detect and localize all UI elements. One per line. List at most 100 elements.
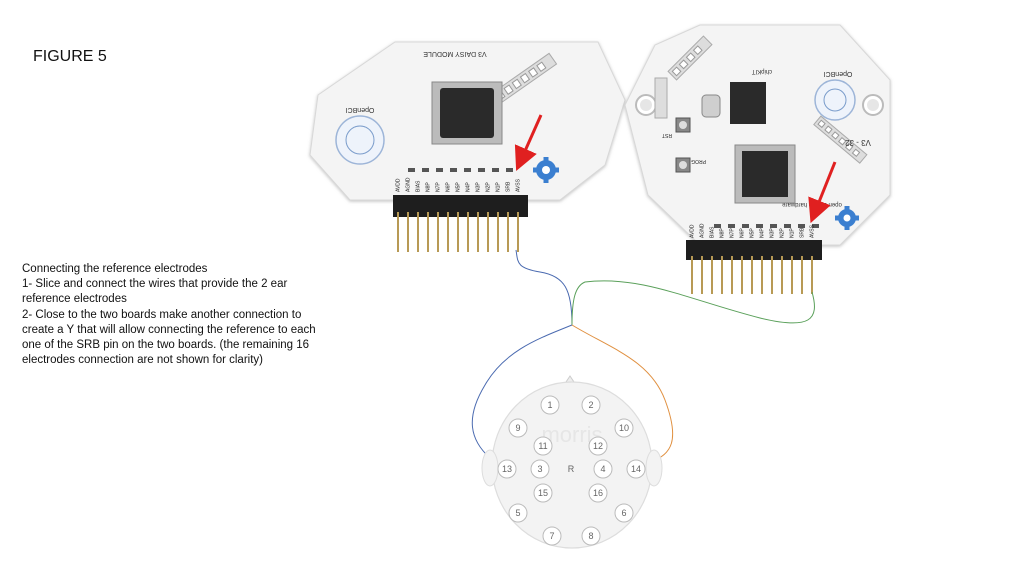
main-brand: OpenBCI [824,70,853,77]
pin-label-n1p: N1P [496,182,502,192]
srb-arrow-daisy [514,114,543,171]
pin-label-n7p: N7P [436,182,442,192]
electrode-label: 4 [600,464,605,474]
electrode-label: 3 [537,464,542,474]
caption-line: Connecting the reference electrodes [22,263,208,275]
electrode-cap: morris 1 2 9 10 11 12 13 3 R 4 14 15 16 … [481,375,663,549]
electrode-label: 13 [502,464,512,474]
pin-label-bias: BIAS [710,226,716,238]
electrode-2: 2 [581,395,601,415]
pin-label-n8p: N8P [426,182,432,192]
pin-label-n8p: N8P [720,228,726,238]
caption: Connecting the reference electrodes 1- S… [22,262,342,368]
main-pin-header [686,240,822,260]
electrode-label: 5 [515,508,520,518]
main-footer-label: open source hardware [781,201,841,207]
electrode-label: 9 [515,423,520,433]
electrode-label: 16 [593,488,603,498]
chipkit-label: chipKIT [751,68,772,74]
electrode-label: 7 [549,531,554,541]
pin-label-n3p: N3P [770,228,776,238]
main-board: chipKIT RST PROG OpenBCI V3 - 32 [624,24,891,294]
daisy-board: V3 DAISY MODULE OpenBCI [309,41,626,252]
electrode-13: 13 [497,459,517,479]
electrode-1: 1 [540,395,560,415]
electrode-10: 10 [614,418,634,438]
daisy-pins [397,212,519,252]
crystal [701,94,721,118]
electrode-15: 15 [533,483,553,503]
caption-line: electrodes connection are not shown for … [22,354,263,367]
pin-label-avss: AVSS [810,224,816,238]
electrode-16: 16 [588,483,608,503]
caption-line: create a Y that will allow connecting th… [22,323,316,336]
pin-label-n2p: N2P [780,228,786,238]
main-pins [691,256,813,294]
electrode-label: 8 [588,531,593,541]
figure-title: FIGURE 5 [33,48,107,65]
pin-label-agnd: AGND [406,177,412,192]
electrode-R: R [568,464,575,474]
daisy-module-label: V3 DAISY MODULE [423,50,487,57]
pin-label-srb: SRB [800,227,806,238]
pin-label-avdd: AVDD [690,224,696,238]
pin-label-n6p: N6P [740,228,746,238]
prog-label: PROG [691,158,706,164]
electrode-6: 6 [614,503,634,523]
electrode-11: 11 [533,436,553,456]
electrode-14: 14 [626,459,646,479]
electrode-label: 6 [621,508,626,518]
electrode-label: 1 [547,400,552,410]
electrode-label: 2 [588,400,593,410]
daisy-side-header [491,52,558,105]
wire-daisy-srb [515,249,573,326]
wire-ear-left [471,324,573,459]
caption-line: reference electrodes [22,293,127,306]
main-smd-row [714,224,819,228]
wire-main-srb [571,280,815,326]
daisy-chip [440,88,494,138]
electrode-label: 15 [538,488,548,498]
caption-line: 1- Slice and connect the wires that prov… [22,278,288,291]
rst-label: RST [662,132,672,138]
openbci-logo [814,79,856,121]
ads-chip [742,151,788,197]
pin-label-bias: BIAS [416,180,422,192]
left-ear [481,449,499,487]
electrode-label: 12 [593,441,603,451]
caption-line: one of the SRB pin on the two boards. (t… [22,339,310,352]
main-left-header [654,77,668,119]
pin-label-n7p: N7P [730,228,736,238]
electrode-label: 14 [631,464,641,474]
electrode-label: 10 [619,423,629,433]
pin-label-n5p: N5P [750,228,756,238]
wire-ear-right [571,324,674,463]
electrode-label: 11 [538,441,547,451]
pin-label-avss: AVSS [516,178,522,192]
daisy-pin-header [393,195,528,217]
pin-label-n6p: N6P [446,182,452,192]
srb-arrow-main [808,161,837,224]
daisy-brand: OpenBCI [346,106,375,113]
gear-icon [835,206,859,230]
electrode-8: 8 [581,526,601,546]
pin-label-srb: SRB [506,181,512,192]
electrode-12: 12 [588,436,608,456]
pin-label-avdd: AVDD [396,178,402,192]
pin-label-n5p: N5P [456,182,462,192]
caption-line: 2- Close to the two boards make another … [22,308,302,321]
electrode-5: 5 [508,503,528,523]
pin-label-agnd: AGND [700,223,706,238]
electrode-3: 3 [530,459,550,479]
main-side-header [813,115,868,164]
electrode-4: 4 [593,459,613,479]
right-ear [645,449,663,487]
main-top-header [667,35,713,81]
electrode-7: 7 [542,526,562,546]
pin-label-n2p: N2P [486,182,492,192]
daisy-smd-row [408,168,513,172]
pin-label-n4p: N4P [466,182,472,192]
